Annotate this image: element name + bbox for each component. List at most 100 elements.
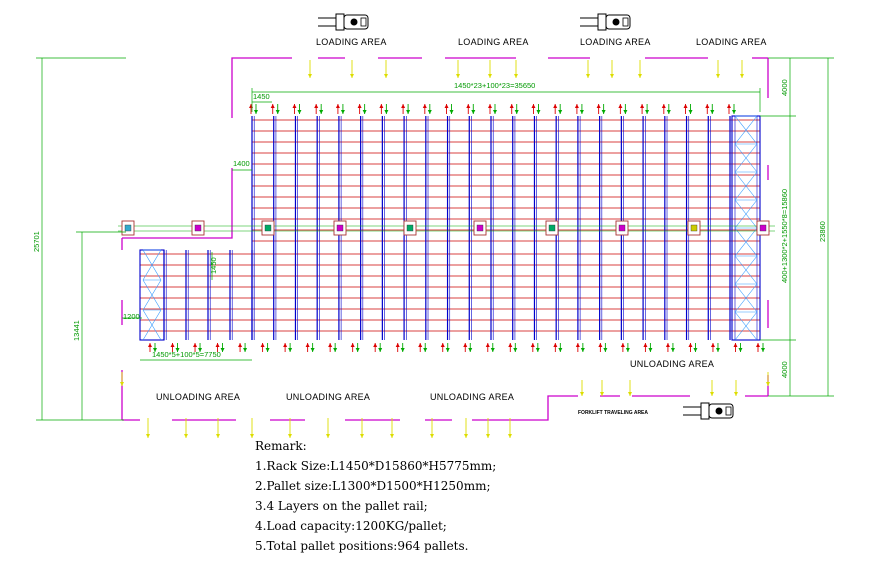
forklift-icons (318, 13, 734, 420)
rack-exit-arrow-head (328, 343, 333, 347)
rack-exit-arrow-head (400, 348, 405, 352)
rack-exit-arrow-head (553, 343, 558, 347)
flow-arrows (120, 60, 770, 438)
loading-arrow-head (456, 74, 460, 78)
rack-entry-arrow-head (623, 110, 628, 114)
rack-entry-arrow-head (449, 110, 454, 114)
rack-entry-arrow-head (401, 104, 406, 108)
remark-line-4: 4.Load capacity:1200KG/pallet; (255, 519, 447, 533)
loading-arrow-head (740, 74, 744, 78)
rack-brace (734, 199, 758, 229)
dim-left-bottom: 1200 (123, 312, 140, 321)
rack-entry-arrow-head (471, 110, 476, 114)
rack-entry-arrow-head (335, 104, 340, 108)
rack-exit-arrow-head (558, 348, 563, 352)
shuttle-cart-core (618, 224, 626, 232)
remark-line-3: 3.4 Layers on the pallet rail; (255, 499, 428, 513)
rack-entry-arrow-head (645, 110, 650, 114)
loading-arrow-head (610, 74, 614, 78)
forklift-body (343, 14, 369, 30)
loading-arrow-head (514, 74, 518, 78)
rack-entry-arrow-head (596, 104, 601, 108)
rack-entry-arrow-head (558, 110, 563, 114)
loading-area-label-2: LOADING AREA (458, 37, 529, 47)
dim-right-total: 23860 (818, 221, 827, 242)
remark-line-2: 2.Pallet size:L1300*D1500*H1250mm; (255, 479, 491, 493)
rack-exit-arrow-head (423, 348, 428, 352)
unloading-arrow-head (464, 434, 468, 438)
dimension-lines (36, 57, 834, 421)
rack-exit-arrow-head (756, 343, 760, 347)
forklift-mast (335, 13, 345, 31)
shuttle-cart-core (476, 224, 484, 232)
rack-exit-arrow-head (153, 348, 157, 352)
rack-entry-arrow-head (427, 110, 432, 114)
forklift-counterweight (622, 17, 629, 27)
unloading-area-label-4: UNLOADING AREA (430, 392, 514, 402)
rack-exit-arrow-head (733, 343, 738, 347)
rack-exit-arrow-head (288, 348, 293, 352)
rack-entry-arrow-head (466, 104, 471, 108)
rack-exit-arrow-head (170, 343, 175, 347)
rack-exit-arrow-head (620, 343, 625, 347)
rack-exit-arrow-head (305, 343, 310, 347)
dim-lower-height: 13441 (72, 320, 81, 341)
unloading-arrow-head (120, 382, 124, 386)
rack-entry-arrow-head (536, 110, 541, 114)
rack-entry-arrow-head (292, 104, 297, 108)
forklift-icon (318, 13, 369, 31)
rack-exit-arrow-head (485, 343, 490, 347)
shuttle-carts (121, 220, 770, 236)
shuttle-cart-core (759, 224, 767, 232)
rack-entry-arrow-head (357, 104, 362, 108)
unloading-arrow-head (628, 392, 632, 396)
loading-area-label-1: LOADING AREA (316, 37, 387, 47)
rack-entry-arrow-head (297, 110, 302, 114)
unloading-arrow-head (184, 434, 188, 438)
rack-entry-arrow-head (553, 104, 558, 108)
unloading-area-label-3: UNLOADING AREA (286, 392, 370, 402)
rack-exit-arrow-head (333, 348, 338, 352)
dim-top-bay: 1450 (253, 92, 270, 101)
remark-line-5: 5.Total pallet positions:964 pallets. (255, 539, 468, 553)
rack-entry-arrow-head (710, 110, 715, 114)
forklift-counterweight (360, 17, 367, 27)
remark-line-1: 1.Rack Size:L1450*D15860*H5775mm; (255, 459, 496, 473)
rack-exit-arrow-head (310, 348, 315, 352)
rack-exit-arrow-head (260, 343, 265, 347)
loading-arrow-head (350, 74, 354, 78)
unloading-arrow-head (766, 382, 770, 386)
rack-exit-arrow-head (761, 348, 765, 352)
rack-exit-arrow-head (530, 343, 535, 347)
dim-right-top: 4000 (780, 79, 789, 96)
rack-entry-arrow-head (531, 104, 536, 108)
unloading-arrow-head (390, 434, 394, 438)
shuttle-cart-core (336, 224, 344, 232)
dim-outer-height: 25701 (32, 231, 41, 252)
forklift-mast (700, 402, 710, 420)
unloading-arrow-head (600, 392, 604, 396)
rack-exit-arrow-head (238, 343, 243, 347)
rack-exit-arrow-head (395, 343, 400, 347)
rack-entry-arrow-head (666, 110, 671, 114)
unloading-arrow-head (734, 392, 738, 396)
shuttle-cart-core (690, 224, 698, 232)
rack-entry-arrow-head (601, 110, 606, 114)
rack-entry-arrow-head (384, 110, 389, 114)
forklift-body (708, 403, 734, 419)
rack-exit-arrow-head (575, 343, 580, 347)
rack-entry-arrow-head (618, 104, 623, 108)
rack-brace (142, 309, 162, 341)
unloading-arrow-head (288, 434, 292, 438)
rack-exit-arrow-head (688, 343, 693, 347)
rack-exit-arrow-head (198, 348, 203, 352)
rack-entry-arrow-head (574, 104, 579, 108)
rack-exit-arrow-head (175, 348, 180, 352)
unloading-arrow-head (146, 434, 150, 438)
rack-entry-arrow-head (488, 104, 492, 108)
rack-brace (142, 249, 162, 281)
rack-entry-arrow-head (249, 104, 253, 108)
forklift-icon (683, 402, 734, 420)
